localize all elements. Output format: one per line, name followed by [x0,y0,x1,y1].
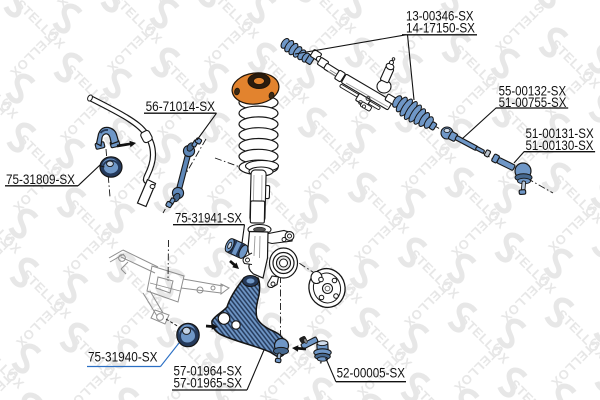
svg-text:51-00755-SX: 51-00755-SX [499,94,567,110]
svg-text:75-31940-SX: 75-31940-SX [88,349,158,365]
svg-text:14-17150-SX: 14-17150-SX [406,19,476,35]
svg-text:51-00130-SX: 51-00130-SX [526,137,595,153]
svg-text:13-00346-SX: 13-00346-SX [406,8,474,24]
svg-text:57-01965-SX: 57-01965-SX [174,374,243,390]
svg-text:55-00132-SX: 55-00132-SX [499,82,567,98]
svg-text:51-00131-SX: 51-00131-SX [526,125,595,141]
svg-text:57-01964-SX: 57-01964-SX [174,363,243,379]
svg-text:52-00005-SX: 52-00005-SX [337,364,406,380]
svg-text:75-31941-SX: 75-31941-SX [175,210,243,226]
svg-text:56-71014-SX: 56-71014-SX [146,98,216,114]
svg-text:75-31809-SX: 75-31809-SX [6,171,76,187]
